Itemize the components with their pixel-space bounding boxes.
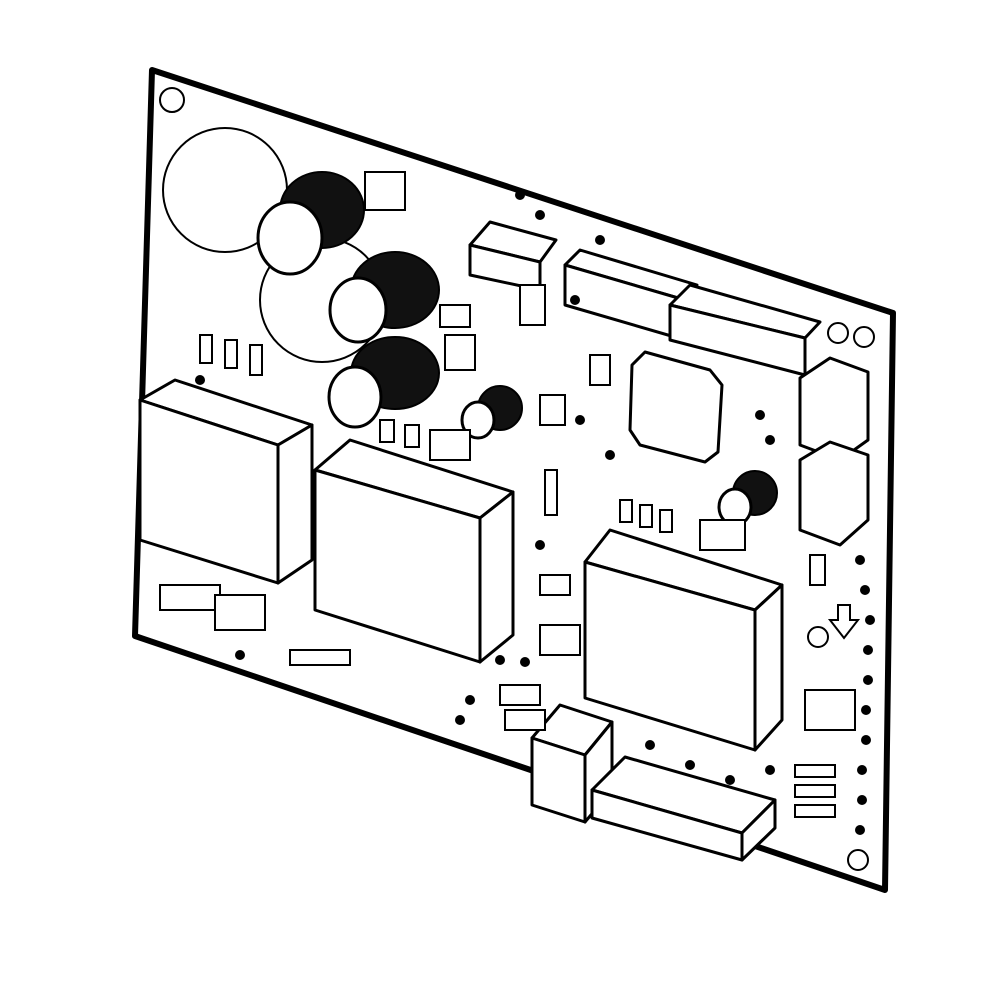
smd-component bbox=[794, 784, 836, 798]
smd-component bbox=[794, 804, 836, 818]
transformer bbox=[313, 438, 515, 664]
smd-component bbox=[804, 689, 856, 731]
smd-component bbox=[199, 334, 213, 364]
smd-component bbox=[404, 424, 420, 448]
microcontroller-chip bbox=[628, 350, 724, 464]
solder-pad bbox=[755, 410, 765, 420]
solder-pad bbox=[645, 740, 655, 750]
smd-component bbox=[159, 584, 221, 611]
mounting-hole bbox=[827, 322, 849, 344]
smd-component bbox=[444, 334, 476, 371]
connector bbox=[590, 755, 777, 862]
smd-component bbox=[809, 554, 826, 586]
small-components bbox=[159, 171, 875, 835]
smd-component bbox=[639, 504, 653, 528]
solder-pad bbox=[863, 675, 873, 685]
solder-pad bbox=[465, 695, 475, 705]
solder-pad bbox=[857, 795, 867, 805]
transformer bbox=[583, 528, 784, 752]
smd-component bbox=[539, 574, 571, 596]
smd-component bbox=[224, 339, 238, 369]
smd-component bbox=[519, 284, 546, 326]
smd-component bbox=[544, 469, 558, 516]
smd-component bbox=[699, 519, 746, 551]
solder-pad bbox=[865, 615, 875, 625]
capacitor bbox=[256, 171, 365, 276]
smd-component bbox=[659, 509, 673, 533]
solder-pad bbox=[685, 760, 695, 770]
solder-pad bbox=[855, 825, 865, 835]
smd-component bbox=[289, 649, 351, 666]
smd-component bbox=[539, 624, 581, 656]
mounting-hole bbox=[159, 87, 185, 113]
solder-pad bbox=[861, 705, 871, 715]
solder-pad bbox=[765, 435, 775, 445]
smd-component bbox=[589, 354, 611, 386]
smd-component bbox=[214, 594, 266, 631]
solder-pad bbox=[765, 765, 775, 775]
solder-pad bbox=[725, 775, 735, 785]
solder-pad bbox=[860, 585, 870, 595]
solder-pad bbox=[575, 415, 585, 425]
smd-component bbox=[249, 344, 263, 376]
solder-pad bbox=[515, 190, 525, 200]
solder-pad bbox=[605, 450, 615, 460]
solder-pad bbox=[857, 765, 867, 775]
solder-pad bbox=[535, 540, 545, 550]
solder-pad bbox=[855, 555, 865, 565]
smd-component bbox=[379, 419, 395, 443]
smd-component bbox=[619, 499, 633, 523]
smd-component bbox=[429, 429, 471, 461]
smd-component bbox=[504, 709, 546, 731]
solder-pad bbox=[195, 375, 205, 385]
smd-component bbox=[364, 171, 406, 211]
solder-pad bbox=[495, 655, 505, 665]
solder-pad bbox=[570, 295, 580, 305]
solder-pad bbox=[595, 235, 605, 245]
smd-component bbox=[794, 764, 836, 778]
solder-pad bbox=[535, 210, 545, 220]
smd-component bbox=[499, 684, 541, 706]
connector bbox=[798, 356, 870, 547]
connector bbox=[530, 703, 614, 824]
transformer bbox=[138, 378, 314, 585]
capacitor bbox=[328, 251, 440, 344]
mounting-hole bbox=[847, 849, 869, 871]
solder-pad bbox=[455, 715, 465, 725]
capacitor bbox=[327, 336, 440, 429]
smd-component bbox=[439, 304, 471, 328]
mounting-hole bbox=[853, 326, 875, 348]
capacitor bbox=[717, 470, 778, 527]
mounting-hole bbox=[807, 626, 829, 648]
solder-pad bbox=[863, 645, 873, 655]
smd-component bbox=[539, 394, 566, 426]
arrow-marking bbox=[827, 604, 861, 640]
solder-pad bbox=[520, 657, 530, 667]
solder-pad bbox=[861, 735, 871, 745]
solder-pad bbox=[235, 650, 245, 660]
